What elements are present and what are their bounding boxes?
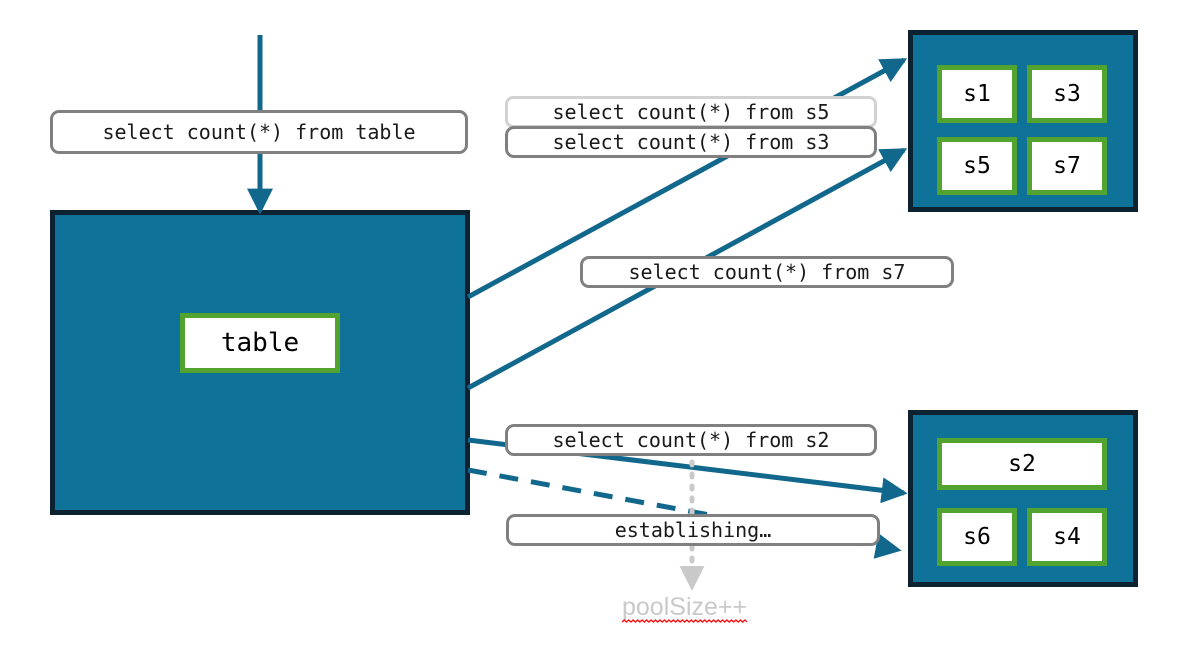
poolsize-note-text: poolSize++ — [622, 593, 748, 621]
query-label-from-table[interactable]: select count(*) from table — [50, 110, 468, 154]
query-label-from-s7[interactable]: select count(*) from s7 — [580, 256, 954, 288]
spellcheck-underline-icon — [622, 619, 748, 623]
node-table[interactable]: table — [180, 313, 340, 373]
node-s3[interactable]: s3 — [1027, 65, 1107, 123]
node-s2[interactable]: s2 — [937, 438, 1107, 490]
node-s4[interactable]: s4 — [1027, 508, 1107, 566]
query-label-from-s5[interactable]: select count(*) from s5 — [505, 96, 877, 128]
query-label-from-s2[interactable]: select count(*) from s2 — [505, 424, 877, 456]
node-s6[interactable]: s6 — [937, 508, 1017, 566]
node-s1[interactable]: s1 — [937, 65, 1017, 123]
poolsize-note: poolSize++ — [622, 593, 748, 623]
node-s5[interactable]: s5 — [937, 137, 1017, 195]
node-s7[interactable]: s7 — [1027, 137, 1107, 195]
status-label-establishing[interactable]: establishing… — [506, 514, 880, 546]
query-label-from-s3[interactable]: select count(*) from s3 — [505, 126, 877, 158]
